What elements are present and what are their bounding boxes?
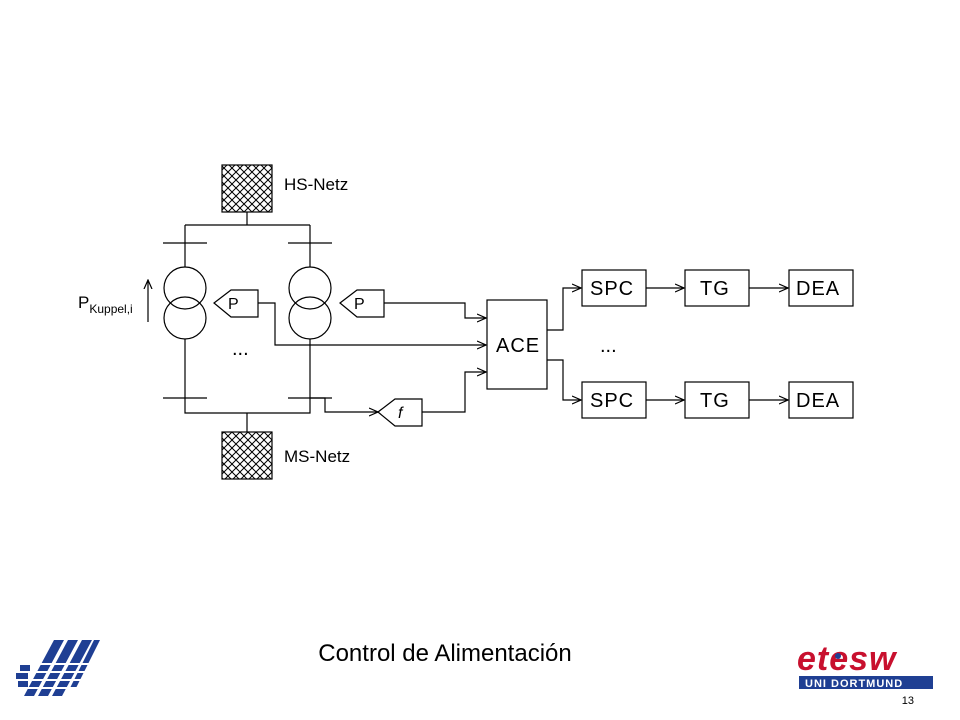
- dea-block-bottom: [788, 381, 854, 419]
- dea-label-bottom: DEA: [796, 390, 840, 412]
- spc-label-top: SPC: [590, 278, 634, 300]
- ellipsis-right: ...: [600, 335, 617, 357]
- svg-text:UNI DORTMUND: UNI DORTMUND: [805, 678, 903, 690]
- tg-label-top: TG: [700, 278, 730, 300]
- svg-text:etesw: etesw: [797, 640, 898, 678]
- ms-netz-block: [221, 431, 273, 480]
- f-measure-label: f: [398, 405, 404, 422]
- page-number: 13: [901, 695, 914, 707]
- slide-title: Control de Alimentación: [318, 640, 572, 667]
- spc-label-bottom: SPC: [590, 390, 634, 412]
- etesw-logo: etesw UNI DORTMUND: [797, 640, 933, 690]
- dea-block-top: [788, 269, 854, 307]
- dea-label-top: DEA: [796, 278, 840, 300]
- tg-label-bottom: TG: [700, 390, 730, 412]
- p-measure-label-1: P: [228, 296, 239, 313]
- transformer-1: [163, 266, 207, 340]
- ms-netz-label: MS-Netz: [284, 447, 350, 466]
- university-grid-logo: [14, 640, 100, 696]
- transformer-2: [288, 266, 332, 340]
- ace-block: [486, 299, 548, 390]
- hs-netz-block: [221, 164, 273, 213]
- p-measure-label-2: P: [354, 296, 365, 313]
- hs-netz-label: HS-Netz: [284, 175, 348, 194]
- p-kuppel-label: PKuppel,i: [78, 293, 133, 316]
- ellipsis-left: ...: [232, 338, 249, 360]
- ace-label: ACE: [496, 335, 540, 357]
